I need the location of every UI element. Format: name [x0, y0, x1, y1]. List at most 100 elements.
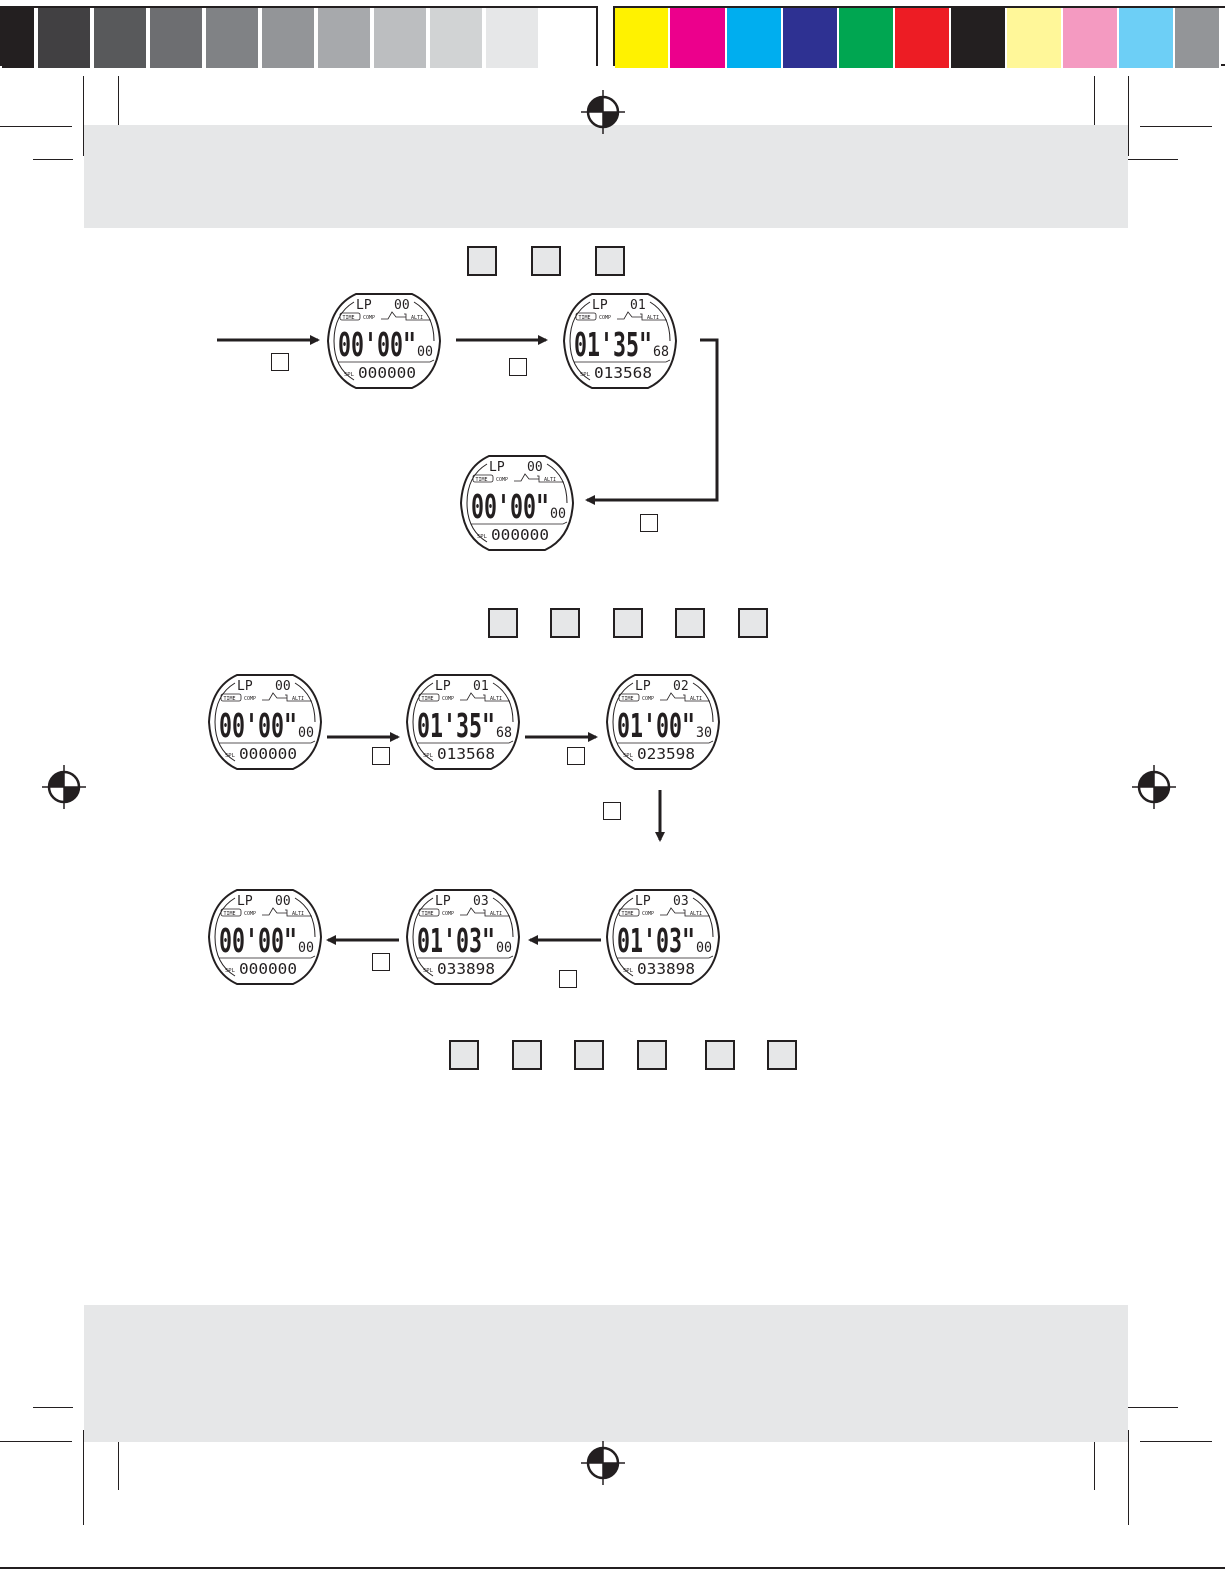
- mode-label-comp: COMP: [363, 315, 375, 321]
- main-time-digits: 00'00": [219, 706, 297, 745]
- button-placeholder-box: [488, 608, 518, 638]
- mode-label-comp: COMP: [442, 696, 454, 702]
- button-placeholder-box: [531, 246, 561, 276]
- altitude-graph-icon: [262, 907, 287, 916]
- split-time-digits: 000000: [358, 364, 416, 382]
- gray-swatch: [206, 8, 262, 68]
- bezel-inner-arc: [546, 463, 568, 504]
- gray-swatch: [318, 8, 374, 68]
- split-label: SPL: [225, 753, 236, 759]
- main-time-digits: 01'35": [574, 325, 652, 364]
- watch-bezel: [207, 889, 323, 985]
- crop-mark: [1128, 1430, 1129, 1525]
- gray-swatch: [486, 8, 542, 68]
- alti-mode-frame: [640, 313, 667, 321]
- lap-number: 03: [473, 894, 489, 909]
- mode-label-time: TIME: [422, 911, 434, 917]
- watch-bezel: [405, 674, 521, 770]
- mode-label-comp: COMP: [642, 911, 654, 917]
- gray-swatch: [2, 8, 38, 68]
- registration-crosshair-icon: [581, 90, 625, 134]
- crop-mark: [1140, 1441, 1212, 1442]
- crop-mark: [83, 1430, 84, 1525]
- gray-swatch: [374, 8, 430, 68]
- step-marker-box: [640, 514, 658, 532]
- time-mode-frame: [418, 693, 440, 702]
- color-swatch: [783, 8, 839, 68]
- registration-crosshair-icon: [42, 765, 86, 809]
- altitude-graph-icon: [617, 311, 642, 320]
- split-time-digits: 023598: [637, 745, 695, 763]
- time-mode-frame: [618, 908, 640, 917]
- button-placeholder-box: [467, 246, 497, 276]
- step-marker-box: [271, 353, 289, 371]
- hundredths-digits: 68: [496, 725, 512, 741]
- mode-label-alti: ALTI: [647, 315, 659, 321]
- color-swatch: [1175, 8, 1221, 68]
- color-swatch: [951, 8, 1007, 68]
- alti-mode-frame: [285, 909, 312, 917]
- mode-label-alti: ALTI: [490, 911, 502, 917]
- time-mode-frame: [220, 908, 242, 917]
- mode-label-comp: COMP: [642, 696, 654, 702]
- mode-label-time: TIME: [622, 911, 634, 917]
- mode-label-alti: ALTI: [690, 696, 702, 702]
- color-swatch: [895, 8, 951, 68]
- step-marker-box: [567, 747, 585, 765]
- lap-number: 00: [275, 679, 291, 694]
- color-swatch: [727, 8, 783, 68]
- mode-label-comp: COMP: [496, 477, 508, 483]
- alti-mode-frame: [285, 694, 312, 702]
- mode-label-time: TIME: [579, 315, 591, 321]
- alti-mode-frame: [537, 475, 564, 483]
- watch-bezel: [207, 674, 323, 770]
- split-label: SPL: [423, 968, 434, 974]
- gray-swatch: [542, 8, 596, 68]
- display-divider: [617, 955, 714, 959]
- crop-mark: [1118, 1407, 1178, 1408]
- bezel-inner-arc: [412, 897, 434, 977]
- page-bottom-rule: [0, 1567, 1225, 1569]
- button-placeholder-box: [512, 1040, 542, 1070]
- mode-label-time: TIME: [224, 696, 236, 702]
- split-time-digits: 013568: [594, 364, 652, 382]
- lap-label: LP: [489, 460, 505, 475]
- hundredths-digits: 00: [550, 506, 566, 522]
- watch-bezel: [562, 293, 678, 389]
- color-swatch: [1119, 8, 1175, 68]
- hundredths-digits: 00: [298, 940, 314, 956]
- lap-label: LP: [435, 894, 451, 909]
- split-time-digits: 033898: [437, 960, 495, 978]
- main-time-digits: 01'03": [617, 921, 695, 960]
- crop-mark: [1094, 76, 1095, 136]
- time-mode-frame: [472, 474, 494, 483]
- color-swatch: [1063, 8, 1119, 68]
- split-label: SPL: [225, 968, 236, 974]
- color-swatch: [670, 8, 727, 68]
- lap-number: 00: [394, 298, 410, 313]
- hundredths-digits: 00: [496, 940, 512, 956]
- lap-label: LP: [635, 679, 651, 694]
- time-mode-frame: [339, 312, 361, 321]
- bezel-inner-arc: [649, 301, 671, 342]
- bezel-inner-arc: [692, 682, 714, 723]
- bezel-inner-arc: [612, 682, 634, 762]
- step-marker-box: [372, 953, 390, 971]
- mode-label-alti: ALTI: [690, 911, 702, 917]
- crop-mark: [118, 1430, 119, 1490]
- watch-bezel: [605, 674, 721, 770]
- lap-number: 00: [275, 894, 291, 909]
- bezel-inner-arc: [492, 682, 514, 723]
- grayscale-calibration-strip: [0, 6, 598, 68]
- bezel-inner-arc: [569, 301, 591, 381]
- color-swatch: [615, 8, 670, 68]
- bezel-inner-arc: [294, 682, 316, 723]
- altitude-graph-icon: [514, 473, 539, 482]
- main-time-digits: 00'00": [338, 325, 416, 364]
- crop-mark: [0, 126, 72, 127]
- button-placeholder-box: [637, 1040, 667, 1070]
